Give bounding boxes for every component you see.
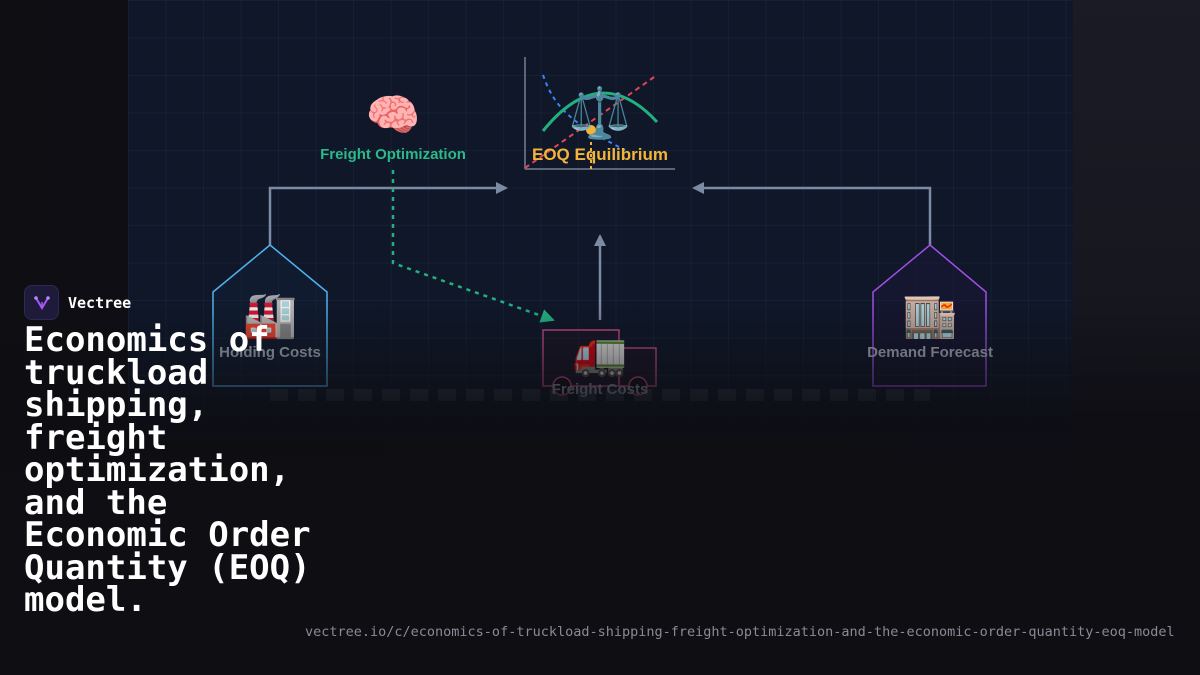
brand[interactable]: Vectree [24, 285, 131, 320]
demand-forecast-label: Demand Forecast [867, 344, 993, 361]
connector-demand-to-eoq [692, 182, 932, 245]
page-title: Economics of truckload shipping, freight… [24, 320, 311, 620]
balance-scale-icon: ⚖️ [568, 85, 632, 141]
page-url[interactable]: vectree.io/c/economics-of-truckload-ship… [305, 624, 1175, 640]
brain-icon: 🧠 [365, 91, 421, 140]
vectree-logo-icon [24, 285, 59, 320]
truck-icon: 🚛 [572, 329, 628, 378]
freight-optimization-label: Freight Optimization [320, 146, 466, 163]
department-store-icon: 🏬 [902, 291, 958, 340]
connector-optimization-to-freight [391, 170, 555, 323]
brand-name: Vectree [68, 293, 132, 312]
freight-costs-label: Freight Costs [551, 381, 649, 398]
eoq-equilibrium-label: EOQ Equilibrium [531, 145, 669, 164]
connector-holding-to-eoq [268, 182, 508, 245]
